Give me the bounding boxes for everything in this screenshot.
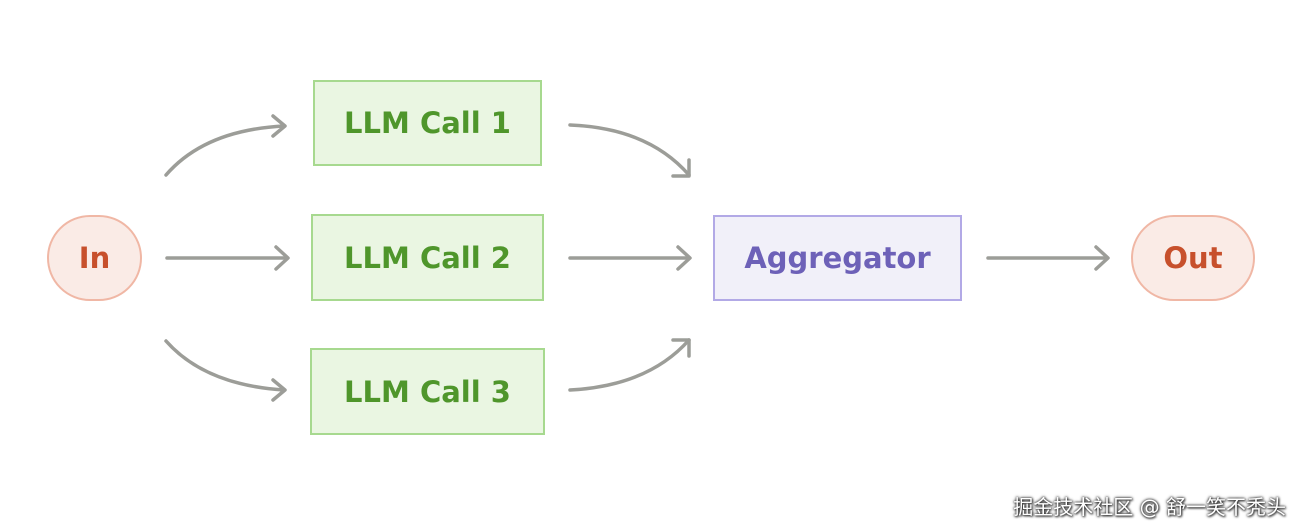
- llm-call-3-node: LLM Call 3: [310, 348, 545, 435]
- input-node: In: [47, 215, 142, 301]
- arrowhead-call-2-to-aggregator: [676, 245, 692, 271]
- llm-call-3-label: LLM Call 3: [344, 374, 511, 409]
- llm-call-1-label: LLM Call 1: [344, 106, 511, 140]
- arrowhead-call-3-to-aggregator: [671, 338, 691, 358]
- arrowhead-in-to-call-2: [274, 245, 290, 271]
- arrowhead-in-to-call-3: [271, 378, 287, 402]
- llm-call-2-node: LLM Call 2: [311, 214, 544, 301]
- arrowhead-aggregator-to-out: [1094, 245, 1110, 271]
- llm-call-2-label: LLM Call 2: [344, 240, 511, 275]
- watermark-text: 掘金技术社区 @ 舒一笑不秃头: [1013, 495, 1286, 519]
- output-node: Out: [1131, 215, 1255, 301]
- input-node-label: In: [78, 241, 111, 275]
- arrowhead-call-1-to-aggregator: [671, 158, 691, 178]
- aggregator-label: Aggregator: [744, 241, 931, 275]
- aggregator-node: Aggregator: [713, 215, 962, 301]
- llm-call-1-node: LLM Call 1: [313, 80, 542, 166]
- arrow-call-1-to-aggregator: [568, 123, 691, 177]
- arrow-in-to-call-1: [164, 124, 286, 177]
- arrow-call-3-to-aggregator: [568, 338, 691, 392]
- arrowhead-in-to-call-1: [271, 114, 287, 138]
- output-node-label: Out: [1163, 241, 1223, 275]
- arrow-in-to-call-3: [164, 339, 286, 392]
